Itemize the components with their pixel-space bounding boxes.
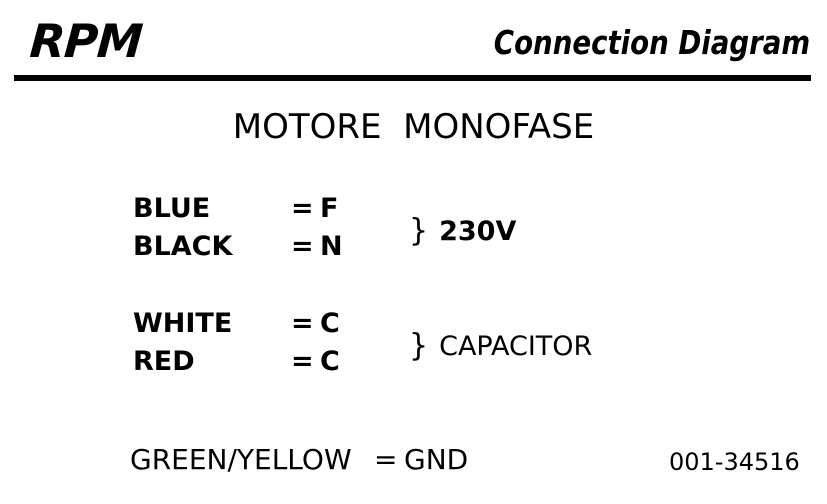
group-brace-mains: } 230V [409, 212, 517, 249]
terminal-label: F [320, 193, 339, 224]
terminal-label: C [320, 346, 340, 377]
wire-row: BLUE = F [0, 193, 827, 231]
wire-row: BLACK = N [0, 231, 827, 269]
wire-color-label: BLUE [133, 193, 211, 224]
brand-logo: RPM [28, 14, 144, 68]
terminal-label-ground: GND [404, 443, 469, 476]
equals-sign: = [291, 231, 314, 262]
equals-sign: = [291, 308, 314, 339]
wire-color-label: RED [133, 346, 195, 377]
wire-color-label-ground: GREEN/YELLOW [130, 443, 352, 476]
brace-icon: } [409, 327, 429, 364]
wire-group-capacitor: WHITE = C RED = C } CAPACITOR [0, 308, 827, 384]
group-label: 230V [439, 215, 517, 247]
header-divider [14, 75, 811, 81]
wire-group-mains: BLUE = F BLACK = N } 230V [0, 193, 827, 269]
wire-row: RED = C [0, 346, 827, 384]
wire-color-label: BLACK [133, 231, 233, 262]
part-number: 001-34516 [669, 448, 800, 476]
group-brace-capacitor: } CAPACITOR [409, 327, 593, 364]
terminal-label: C [320, 308, 340, 339]
equals-sign: = [291, 346, 314, 377]
section-title: MOTORE MONOFASE [232, 107, 595, 147]
wire-row: WHITE = C [0, 308, 827, 346]
terminal-label: N [320, 231, 343, 262]
page-title: Connection Diagram [493, 23, 810, 62]
brace-icon: } [409, 212, 429, 249]
wire-color-label: WHITE [133, 308, 233, 339]
wire-row-ground: GREEN/YELLOW = GND [0, 443, 827, 484]
equals-sign: = [374, 443, 398, 476]
group-label: CAPACITOR [439, 330, 593, 362]
equals-sign: = [291, 193, 314, 224]
